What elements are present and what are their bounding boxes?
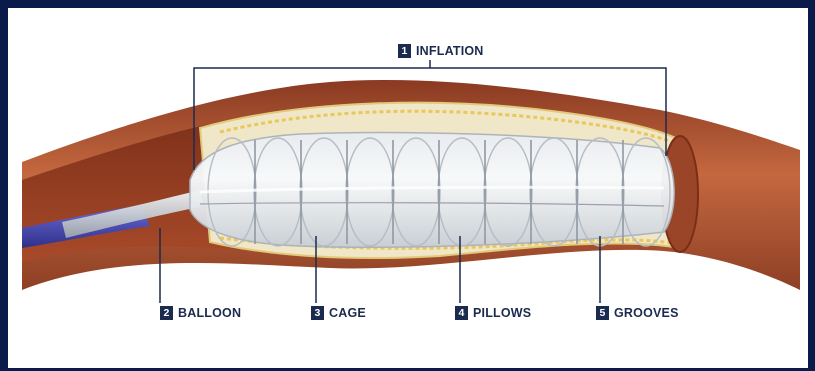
label-number: 2: [160, 306, 173, 320]
label-pillows: 4 PILLOWS: [455, 306, 531, 320]
label-text: INFLATION: [416, 44, 484, 58]
label-balloon: 2 BALLOON: [160, 306, 241, 320]
label-text: PILLOWS: [473, 306, 531, 320]
label-text: CAGE: [329, 306, 366, 320]
label-number: 5: [596, 306, 609, 320]
label-number: 1: [398, 44, 411, 58]
label-number: 4: [455, 306, 468, 320]
label-text: GROOVES: [614, 306, 679, 320]
label-grooves: 5 GROOVES: [596, 306, 679, 320]
label-inflation: 1 INFLATION: [398, 44, 484, 58]
label-cage: 3 CAGE: [311, 306, 366, 320]
label-number: 3: [311, 306, 324, 320]
label-text: BALLOON: [178, 306, 241, 320]
